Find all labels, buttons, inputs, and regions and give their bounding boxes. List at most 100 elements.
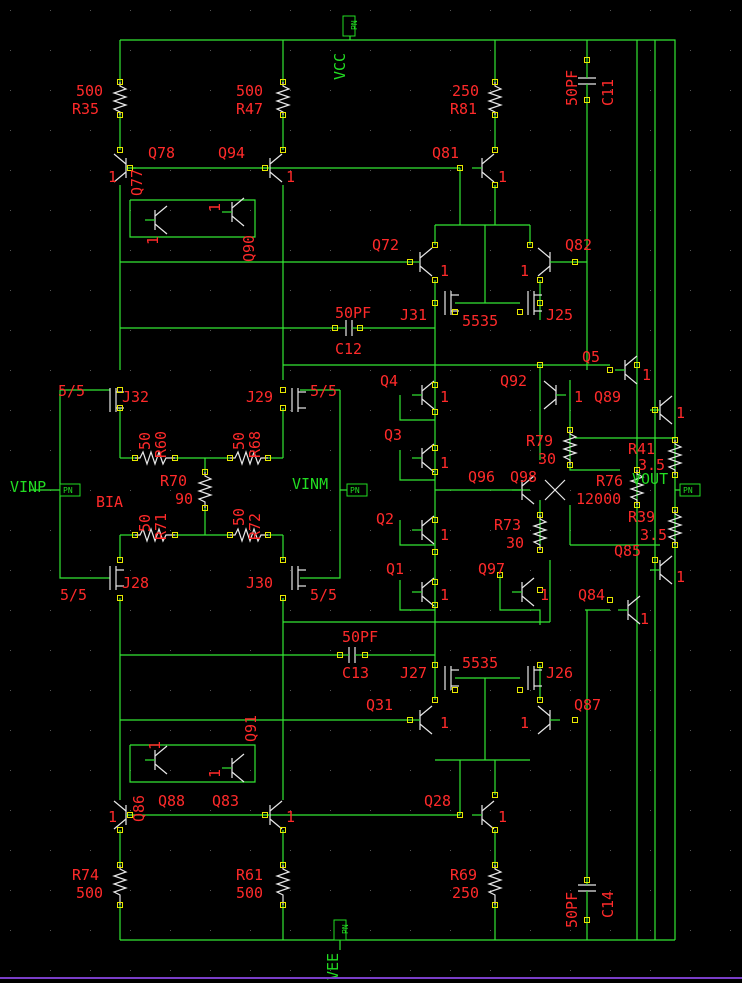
label-j29: J29: [246, 388, 273, 406]
port-vout[interactable]: VOUT PN: [632, 470, 701, 497]
grid-dots: [10, 10, 731, 971]
label-j30: J30: [246, 574, 273, 592]
capacitor-C13[interactable]: [340, 647, 365, 663]
label-q89: Q89: [594, 388, 621, 406]
transistor-q94[interactable]: [260, 153, 283, 183]
resistor-R68[interactable]: [230, 450, 268, 466]
label-q4: Q4: [380, 372, 398, 390]
label-j26: J26: [546, 664, 573, 682]
label-r79: R79: [526, 432, 553, 450]
label-j31-value: 5535: [462, 312, 498, 330]
port-vinm[interactable]: VINM PN: [292, 475, 368, 497]
transistor-q83[interactable]: [222, 753, 245, 783]
transistor-q72[interactable]: [410, 247, 433, 277]
label-q78: Q78: [148, 144, 175, 162]
transistor-q89[interactable]: [650, 395, 673, 425]
transistor-q2[interactable]: [412, 515, 435, 545]
resistor-R73[interactable]: [532, 515, 548, 550]
transistor-q92[interactable]: [543, 380, 566, 410]
capacitor-C12[interactable]: [335, 320, 360, 336]
resistor-R60[interactable]: [135, 450, 175, 466]
port-vinp[interactable]: VINP PN: [10, 478, 81, 497]
label-r35: R35: [72, 100, 99, 118]
label-c12: C12: [335, 340, 362, 358]
resistor-R35[interactable]: [112, 82, 128, 115]
port-vout-label: VOUT: [632, 470, 668, 488]
transistor-q84[interactable]: [618, 595, 641, 625]
label-r60: R60: [152, 431, 170, 458]
jfet-j25[interactable]: [527, 291, 542, 315]
label-j32: J32: [122, 388, 149, 406]
port-vout-tag: PN: [683, 486, 693, 495]
transistor-q88[interactable]: [260, 800, 283, 830]
transistor-q91[interactable]: [145, 745, 168, 775]
label-r73-value: 30: [506, 534, 524, 552]
label-j27: J27: [400, 664, 427, 682]
label-c12-value: 50PF: [335, 304, 371, 322]
resistor-R71[interactable]: [135, 527, 175, 543]
resistor-R79[interactable]: [562, 430, 578, 465]
label-j28-value: 5/5: [60, 586, 87, 604]
resistor-R76[interactable]: [629, 470, 645, 505]
label-q86-pin: 1: [108, 808, 117, 826]
transistor-q3[interactable]: [412, 443, 435, 473]
label-q91-pin: 1: [146, 741, 164, 750]
label-r72-value: 50: [230, 508, 248, 526]
transistor-q4[interactable]: [412, 380, 435, 410]
transistor-q90[interactable]: [222, 197, 245, 227]
label-q3: Q3: [384, 426, 402, 444]
jfet-j26[interactable]: [527, 666, 542, 690]
transistor-q28[interactable]: [472, 800, 495, 830]
transistor-q82[interactable]: [537, 247, 560, 277]
label-q5: Q5: [582, 348, 600, 366]
label-c11: C11: [599, 79, 617, 106]
resistor-R74[interactable]: [112, 865, 128, 905]
component-labels: 500 R35 500 R47 250 R81 50PF C11 Q78 1 Q…: [58, 70, 685, 928]
label-r61-value: 500: [236, 884, 263, 902]
jfet-j28[interactable]: [109, 566, 124, 590]
port-vee[interactable]: PN VEE: [324, 919, 350, 980]
transistor-q77[interactable]: [145, 205, 168, 235]
label-bia: BIA: [96, 493, 123, 511]
transistor-q31[interactable]: [410, 705, 433, 735]
transistor-q1[interactable]: [412, 577, 435, 607]
label-r74: R74: [72, 866, 99, 884]
label-q90-pin: 1: [206, 203, 224, 212]
jfet-j30[interactable]: [291, 566, 306, 590]
resistor-R61[interactable]: [275, 865, 291, 905]
transistor-q86[interactable]: [113, 800, 136, 830]
label-r60-value: 50: [136, 432, 154, 450]
jfet-j29[interactable]: [291, 388, 306, 412]
resistor-R39[interactable]: [667, 510, 683, 545]
resistor-R70[interactable]: [197, 472, 213, 508]
label-r74-value: 500: [76, 884, 103, 902]
resistor-R41[interactable]: [667, 440, 683, 475]
resistor-R81[interactable]: [487, 82, 503, 115]
jfet-j27[interactable]: [444, 666, 459, 690]
label-q82-pin: 1: [520, 262, 529, 280]
label-r81: R81: [450, 100, 477, 118]
label-j29-value: 5/5: [310, 382, 337, 400]
label-q92-pin: 1: [574, 388, 583, 406]
label-q96: Q96: [468, 468, 495, 486]
label-r61: R61: [236, 866, 263, 884]
port-vee-tag: PN: [341, 924, 350, 934]
transistor-q97[interactable]: [512, 577, 535, 607]
transistor-q85[interactable]: [650, 555, 673, 585]
port-vcc[interactable]: PN VCC: [331, 15, 359, 80]
transistor-q96[interactable]: [512, 475, 535, 505]
transistor-q87[interactable]: [537, 705, 560, 735]
transistor-q5[interactable]: [615, 355, 638, 385]
resistor-R69[interactable]: [487, 865, 503, 905]
label-q28: Q28: [424, 792, 451, 810]
transistor-q81[interactable]: [472, 153, 495, 183]
label-c11-value: 50PF: [563, 70, 581, 106]
label-q87-pin: 1: [520, 714, 529, 732]
label-q94-pin: 1: [286, 168, 295, 186]
port-vinm-label: VINM: [292, 475, 328, 493]
label-q84: Q84: [578, 586, 605, 604]
resistor-R72[interactable]: [230, 527, 268, 543]
resistor-R47[interactable]: [275, 82, 291, 115]
